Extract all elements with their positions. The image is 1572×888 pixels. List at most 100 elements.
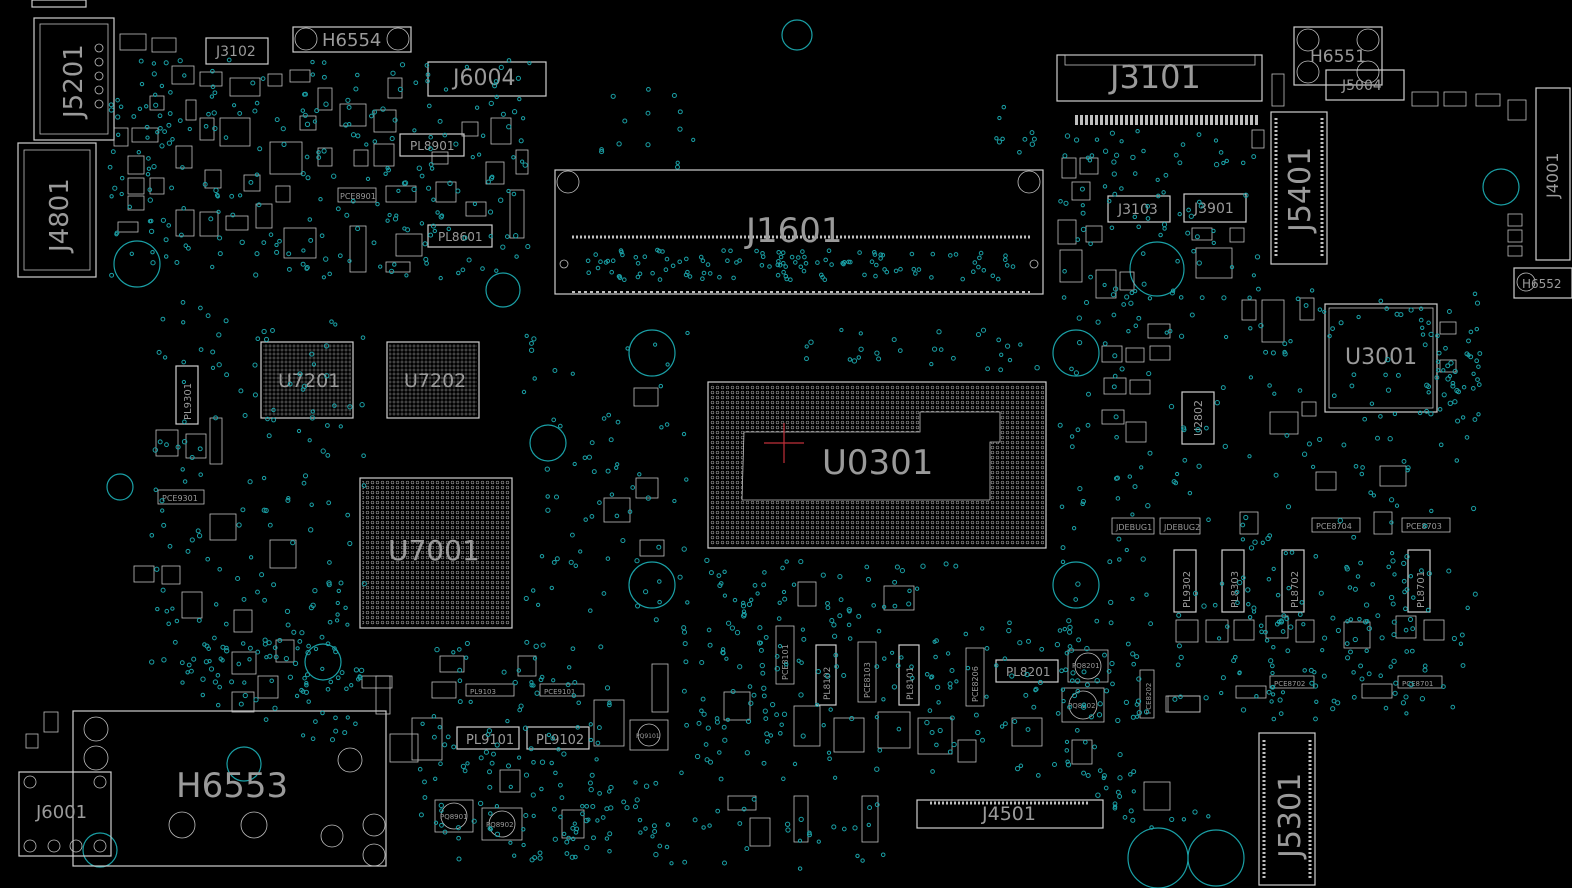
header-JDEBUG1[interactable]: JDEBUG1 <box>1111 517 1155 535</box>
chip-U7202[interactable]: U7202 <box>386 341 480 419</box>
label-U3001: U3001 <box>1345 345 1417 370</box>
label-J3101: J3101 <box>1108 58 1201 96</box>
label-U0301: U0301 <box>822 443 933 483</box>
mosfet-PQ8902[interactable]: PQ8902 <box>481 807 523 841</box>
cap-PCE8206[interactable]: PCE8206 <box>965 647 985 707</box>
inductor-PL9103[interactable]: PL9103 <box>465 683 515 697</box>
label-PQ8902: PQ8902 <box>486 821 514 829</box>
label-PCE9101: PCE9101 <box>544 688 575 696</box>
connector-J5301[interactable]: J5301 <box>1258 732 1316 886</box>
cap-PCE9301[interactable]: PCE9301 <box>157 489 205 505</box>
j1601-vias <box>585 247 1016 283</box>
cap-PCE8704[interactable]: PCE8704 <box>1311 517 1361 533</box>
inductor-PL8701[interactable]: PL8701 <box>1407 549 1431 613</box>
connector-J3103[interactable]: J3103 <box>1107 195 1171 223</box>
connector-J3101[interactable]: J3101 <box>1056 54 1263 125</box>
label-U7201: U7201 <box>278 370 340 392</box>
label-PCE8206: PCE8206 <box>971 666 980 702</box>
cap-PCE8703[interactable]: PCE8703 <box>1401 517 1451 533</box>
inductor-PL8303[interactable]: PL8303 <box>1221 549 1245 613</box>
label-J5004: J5004 <box>1341 78 1382 94</box>
label-PL8102: PL8102 <box>823 667 833 700</box>
chip-U3001[interactable]: U3001 <box>1324 303 1438 413</box>
label-PL8901: PL8901 <box>410 139 454 153</box>
label-PL9103: PL9103 <box>470 688 496 696</box>
inductor-PL8601[interactable]: PL8601 <box>427 224 493 248</box>
cap-PCE8103[interactable]: PCE8103 <box>857 641 877 703</box>
label-J4501: J4501 <box>981 803 1036 825</box>
cursor-crosshair <box>764 423 804 463</box>
chip-U7001[interactable]: U7001 <box>359 477 513 629</box>
connector-J5401[interactable]: J5401 <box>1270 111 1328 265</box>
mosfet-PQ8901[interactable]: PQ8901 <box>434 799 474 833</box>
connector-J3102[interactable]: J3102 <box>205 37 269 65</box>
label-PL9101: PL9101 <box>466 733 514 748</box>
label-J5301: J5301 <box>1273 773 1308 860</box>
cap-PCE9101[interactable]: PCE9101 <box>539 683 585 697</box>
label-PCE8703: PCE8703 <box>1406 522 1442 531</box>
hole-H6553[interactable]: H6553 <box>72 710 387 867</box>
via-field <box>107 57 1483 871</box>
label-PL8701: PL8701 <box>1416 571 1427 608</box>
label-J5401: J5401 <box>1283 147 1318 234</box>
chip-U2802[interactable]: U2802 <box>1181 391 1215 445</box>
cap-PCE8701[interactable]: PCE8701 <box>1397 675 1443 689</box>
label-J6001: J6001 <box>35 802 87 823</box>
label-H6554: H6554 <box>322 30 381 51</box>
label-U2802: U2802 <box>1192 400 1205 436</box>
connector-J6001[interactable]: J6001 <box>18 771 112 857</box>
connector-J4501[interactable]: J4501 <box>916 799 1104 829</box>
label-H6552: H6552 <box>1522 277 1562 291</box>
label-J4801: J4801 <box>45 178 75 254</box>
mosfet-PQ8201[interactable]: PQ8201 <box>1067 649 1109 683</box>
inductor-PL8101[interactable]: PL8101 <box>898 644 920 706</box>
connector-J5201[interactable]: J5201 <box>33 17 115 141</box>
label-PCE8702: PCE8702 <box>1274 680 1305 688</box>
inductor-PL9302[interactable]: PL9302 <box>1173 549 1197 613</box>
cap-PCE8901[interactable]: PCE8901 <box>337 187 377 203</box>
label-PQ9101: PQ9101 <box>636 733 660 740</box>
label-PQ8201: PQ8201 <box>1072 662 1100 670</box>
connector-J1601[interactable]: J1601 <box>554 169 1044 295</box>
cap-PCE8702[interactable]: PCE8702 <box>1269 675 1315 689</box>
label-H6553: H6553 <box>176 766 288 806</box>
cap-PCE8202[interactable]: PCE8202 <box>1139 669 1155 719</box>
inductor-PL9301[interactable]: PL9301 <box>175 365 199 425</box>
header-JDEBUG2[interactable]: JDEBUG2 <box>1159 517 1201 535</box>
label-J6004: J6004 <box>451 66 515 91</box>
label-PL8702: PL8702 <box>1290 571 1301 608</box>
label-H6551: H6551 <box>1310 47 1366 67</box>
connector-J5004[interactable]: J5004 <box>1325 69 1405 101</box>
label-PQ8901: PQ8901 <box>440 813 468 821</box>
small-parts-bottom <box>25 387 1201 847</box>
label-PCE8103: PCE8103 <box>863 662 872 698</box>
hole-H6552[interactable]: H6552 <box>1513 267 1572 299</box>
chip-U0301[interactable]: U0301 <box>707 381 1047 549</box>
label-JDEBUG2: JDEBUG2 <box>1163 523 1200 532</box>
inductor-PL9101[interactable]: PL9101 <box>456 726 520 750</box>
label-J3103: J3103 <box>1117 202 1158 218</box>
inductor-PL8201[interactable]: PL8201 <box>995 659 1059 683</box>
connector-J4801[interactable]: J4801 <box>17 142 97 278</box>
inductor-PL8702[interactable]: PL8702 <box>1281 549 1305 613</box>
label-PCE8901: PCE8901 <box>340 192 376 201</box>
label-JDEBUG1: JDEBUG1 <box>1115 523 1152 532</box>
hole-H6554[interactable]: H6554 <box>292 26 412 53</box>
small-parts-top-right <box>1057 73 1527 299</box>
label-PL9302: PL9302 <box>1182 571 1193 608</box>
connector-J6004[interactable]: J6004 <box>427 61 547 97</box>
label-PL9102: PL9102 <box>536 733 584 748</box>
connector-J4001[interactable]: J4001 <box>1535 87 1571 261</box>
label-PL9301: PL9301 <box>183 383 194 420</box>
label-J5201: J5201 <box>59 44 89 120</box>
label-PL8601: PL8601 <box>438 230 482 244</box>
hole-H6551[interactable]: H6551 <box>1293 26 1383 86</box>
chip-U7201[interactable]: U7201 <box>260 341 354 419</box>
label-U7001: U7001 <box>388 534 480 567</box>
mounting-holes <box>82 19 1520 888</box>
label-PCE9301: PCE9301 <box>162 494 198 503</box>
inductor-PL8102[interactable]: PL8102 <box>815 644 837 706</box>
mosfet-PQ9101[interactable]: PQ9101 <box>629 719 669 751</box>
inductor-PL9102[interactable]: PL9102 <box>526 726 590 750</box>
